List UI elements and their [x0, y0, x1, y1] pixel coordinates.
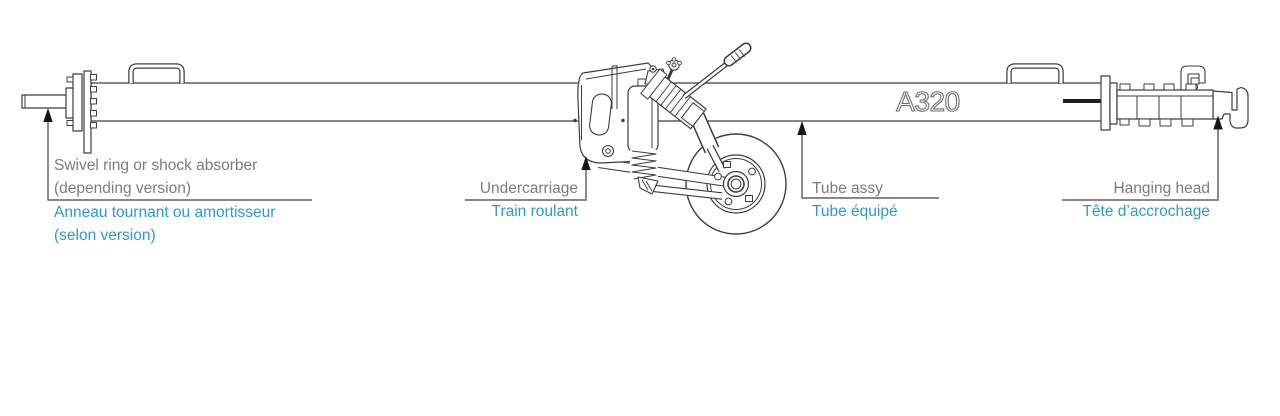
arrow-tube	[797, 121, 807, 135]
pump-release-knob	[666, 57, 682, 80]
wheel-hub	[714, 161, 756, 206]
shock-absorber	[627, 78, 659, 195]
right-handle	[1006, 63, 1064, 83]
label-swivel-ring-en-line1: Swivel ring or shock absorber	[54, 157, 258, 174]
wheel-fork	[597, 157, 728, 200]
hydraulic-pump	[640, 42, 752, 130]
label-swivel-ring-fr-line1: Anneau tournant ou amortisseur	[54, 203, 276, 221]
label-undercarriage-fr: Train roulant	[491, 203, 578, 221]
arrow-hanging-head	[1213, 115, 1223, 130]
label-tube-assy-fr: Tube équipé	[812, 203, 898, 221]
head-hook	[1212, 86, 1249, 129]
leader-hanging-head	[1062, 129, 1219, 201]
label-tube-assy-en: Tube assy	[812, 180, 883, 197]
pump-handle	[682, 42, 752, 99]
leader-tube	[801, 134, 939, 199]
label-swivel-ring-fr-line2: (selon version)	[54, 227, 156, 245]
hydraulic-cylinder	[689, 112, 726, 172]
leader-lines	[47, 121, 1219, 201]
swivel-ring-assembly	[21, 70, 97, 154]
left-handle	[128, 63, 185, 83]
label-tube-assy: Tube assy Tube équipé	[812, 177, 898, 224]
head-body	[1116, 83, 1214, 127]
label-undercarriage-en: Undercarriage	[479, 180, 578, 197]
label-swivel-ring: Swivel ring or shock absorber (depending…	[54, 154, 275, 248]
leader-arrowheads	[43, 108, 1223, 170]
rivet-dot	[621, 118, 625, 123]
arrow-undercarriage	[581, 156, 591, 170]
label-hanging-head-en: Hanging head	[1113, 180, 1210, 197]
arrow-swivel	[43, 108, 53, 122]
leader-swivel	[47, 121, 312, 201]
label-undercarriage: Undercarriage Train roulant	[420, 177, 578, 224]
label-hanging-head: Hanging head Tête d’accrochage	[1020, 177, 1210, 224]
label-hanging-head-fr: Tête d’accrochage	[1082, 203, 1210, 221]
leader-undercarriage	[465, 169, 587, 201]
hanging-head-assembly	[1063, 65, 1249, 131]
label-swivel-ring-en-line2: (depending version)	[54, 180, 192, 198]
undercarriage-assembly	[573, 42, 787, 235]
tube-marking-text: A320	[896, 86, 959, 117]
rivet-dot	[573, 118, 577, 123]
